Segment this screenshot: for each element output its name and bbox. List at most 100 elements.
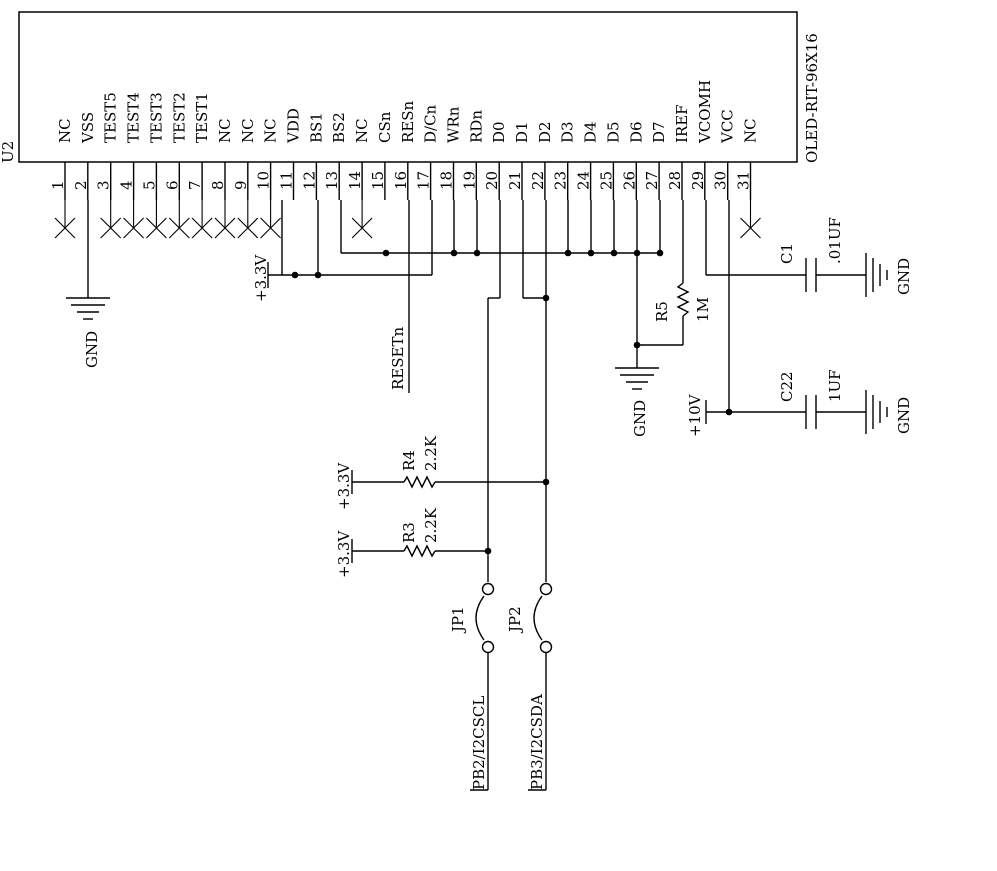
- pin-name: RESn: [399, 100, 417, 143]
- junction-dot: [564, 249, 572, 257]
- no-connect-mark: [740, 200, 761, 239]
- r5-gnd-label: GND: [631, 400, 649, 437]
- no-connect-mark: [100, 200, 122, 239]
- pin-26: D6 26: [620, 121, 645, 200]
- pin-number: 12: [300, 171, 318, 190]
- pin-array: NC1VSS2TEST53TEST44TEST35TEST26TEST17NC8…: [49, 80, 761, 239]
- pin-number: 18: [438, 171, 456, 190]
- pin-name: D3: [559, 121, 577, 143]
- pin-name: NC: [353, 118, 371, 143]
- pin-name: VCOMH: [696, 80, 714, 144]
- c22-gnd-label: GND: [895, 397, 913, 434]
- junction-dot: [725, 408, 733, 416]
- pin-27: D7 27: [643, 121, 668, 200]
- pin-10: NC 10: [255, 118, 281, 239]
- r4-value: 2.2K: [422, 435, 440, 471]
- no-connect-mark: [123, 200, 144, 239]
- jp1-jumper: [475, 582, 495, 654]
- pin-name: D6: [627, 121, 645, 143]
- pin-name: D4: [582, 121, 600, 143]
- pin-name: VCC: [719, 109, 737, 144]
- pin-number: 17: [415, 171, 433, 190]
- pin-name: NC: [239, 118, 257, 143]
- pin-number: 4: [118, 180, 136, 190]
- junction-dot: [656, 249, 664, 257]
- pin-number: 16: [392, 171, 410, 190]
- pin-number: 2: [72, 180, 90, 190]
- c22-ref: C22: [778, 371, 796, 402]
- pin-name: TEST4: [125, 92, 143, 143]
- vdd-supply-label: +3.3V: [252, 254, 270, 302]
- junction-dot: [314, 271, 322, 279]
- pin-number: 10: [255, 171, 273, 190]
- r4-ref: R4: [400, 450, 418, 471]
- sda-line: [522, 200, 547, 791]
- junction-dot: [542, 294, 550, 302]
- junction-dot: [450, 249, 458, 257]
- pin-number: 1: [49, 180, 67, 190]
- pin-name: IREF: [673, 104, 691, 143]
- pin-number: 27: [643, 171, 661, 190]
- pin-name: TEST1: [193, 92, 211, 143]
- no-connect-mark: [168, 200, 190, 239]
- ic-value-label: OLED-RIT-96X16: [803, 33, 821, 163]
- sda-net-label: PB3/I2CSDA: [528, 694, 546, 790]
- junction-dot: [291, 271, 299, 279]
- r3-resistor: [351, 539, 488, 563]
- r5-gnd-symbol: [615, 345, 659, 390]
- no-connect-mark: [191, 200, 213, 239]
- pin-1: NC1: [49, 118, 76, 239]
- pin-4: TEST4 4: [118, 92, 144, 239]
- no-connect-mark: [237, 200, 259, 239]
- vss-gnd-label: GND: [83, 331, 101, 368]
- pin-name: D7: [650, 121, 668, 143]
- pin-name: CSn: [376, 111, 394, 143]
- pin-number: 6: [163, 180, 181, 190]
- pin-name: VSS: [79, 112, 97, 144]
- pin-name: D5: [604, 121, 622, 143]
- pin-name: TEST5: [102, 92, 120, 143]
- scl-line: [470, 200, 501, 791]
- pin-name: NC: [262, 118, 280, 143]
- pin-number: 13: [323, 171, 341, 190]
- pin-name: NC: [742, 118, 760, 143]
- pin-12: BS1 12: [300, 112, 325, 200]
- pin-2: VSS 2: [72, 112, 97, 200]
- pin-16: RESn 16: [392, 100, 417, 200]
- jp1-ref: JP1: [449, 606, 467, 634]
- reset-net-label: RESETn: [389, 327, 407, 390]
- r5-resistor: [637, 200, 690, 346]
- no-connect-mark: [351, 200, 373, 239]
- junction-dot: [587, 249, 595, 257]
- pin-name: VDD: [285, 108, 303, 144]
- jp2-ref: JP2: [506, 606, 524, 634]
- r4-supply-label: +3.3V: [335, 462, 353, 510]
- junction-dot: [610, 249, 618, 257]
- pin-number: 9: [232, 180, 250, 190]
- pin-number: 7: [186, 180, 204, 190]
- pin-31: NC 31: [735, 118, 761, 239]
- pin-number: 26: [620, 171, 638, 190]
- pin-name: BS1: [307, 112, 325, 143]
- pin-number: 20: [483, 171, 501, 190]
- pin-number: 31: [735, 171, 753, 190]
- pin-11: VDD 11: [278, 108, 303, 200]
- r3-supply-label: +3.3V: [335, 530, 353, 578]
- pin-name: TEST3: [147, 92, 165, 143]
- pin-name: D1: [513, 121, 531, 143]
- pin-number: 8: [209, 180, 227, 190]
- pin-number: 11: [278, 171, 296, 190]
- r3-ref: R3: [400, 522, 418, 543]
- r3-value: 2.2K: [422, 507, 440, 543]
